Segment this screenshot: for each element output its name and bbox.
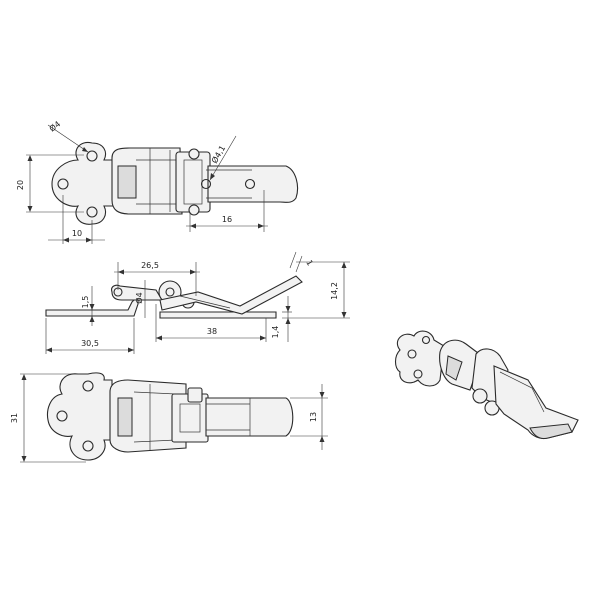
dim-side-angle-thick: 1 (304, 259, 314, 268)
iso-base-plate (394, 330, 445, 387)
dim-side-height: 14,2 (330, 282, 339, 300)
dim-top-slot-length: 16 (222, 215, 232, 224)
top-hook-inner (117, 165, 137, 199)
isometric-view (394, 330, 579, 440)
dim-side-length-26: 26,5 (141, 261, 159, 270)
top-lever-hole-2 (244, 178, 256, 190)
top-hole-lower (86, 206, 98, 218)
dim-side-pin-dia: Ø4 (134, 292, 144, 303)
bottom-hole-lower (82, 440, 94, 452)
side-view: 26,5 Ø4 1 14,2 1,5 30,5 38 1,4 (45, 251, 350, 354)
dim-top-hole-dia: Ø4 (47, 119, 62, 134)
dim-top-pin-dia: Ø4,1 (209, 144, 227, 165)
bottom-base-plate (46, 372, 113, 461)
dim-side-thick-1-4: 1,4 (271, 326, 280, 339)
bottom-lever (205, 397, 294, 437)
dim-bottom-width-13: 13 (309, 412, 318, 422)
dim-bottom-height-31: 31 (10, 413, 19, 423)
bottom-hole-upper (82, 380, 94, 392)
top-hole-upper (86, 150, 98, 162)
dim-top-hole-spacing: 10 (72, 229, 82, 238)
dim-side-base-1-5: 1,5 (81, 296, 90, 309)
side-lever (159, 275, 303, 315)
bottom-hole-left (56, 410, 68, 422)
dim-side-base-30-5: 30,5 (81, 339, 99, 348)
bottom-view: 31 13 (10, 372, 328, 463)
iso-pin-1 (472, 388, 488, 404)
top-pin-upper (188, 148, 200, 160)
top-lever (207, 165, 299, 203)
top-pin-lower (188, 204, 200, 216)
top-hole-left (57, 178, 69, 190)
dim-side-length-38: 38 (207, 327, 217, 336)
top-view: 20 10 Ø4 Ø4,1 16 (16, 119, 299, 244)
top-pivot-block (175, 151, 211, 213)
top-lever-hole-1 (200, 178, 212, 190)
dim-top-height: 20 (16, 180, 25, 190)
side-keeper-plate (159, 311, 277, 319)
top-base-plate (51, 141, 115, 225)
